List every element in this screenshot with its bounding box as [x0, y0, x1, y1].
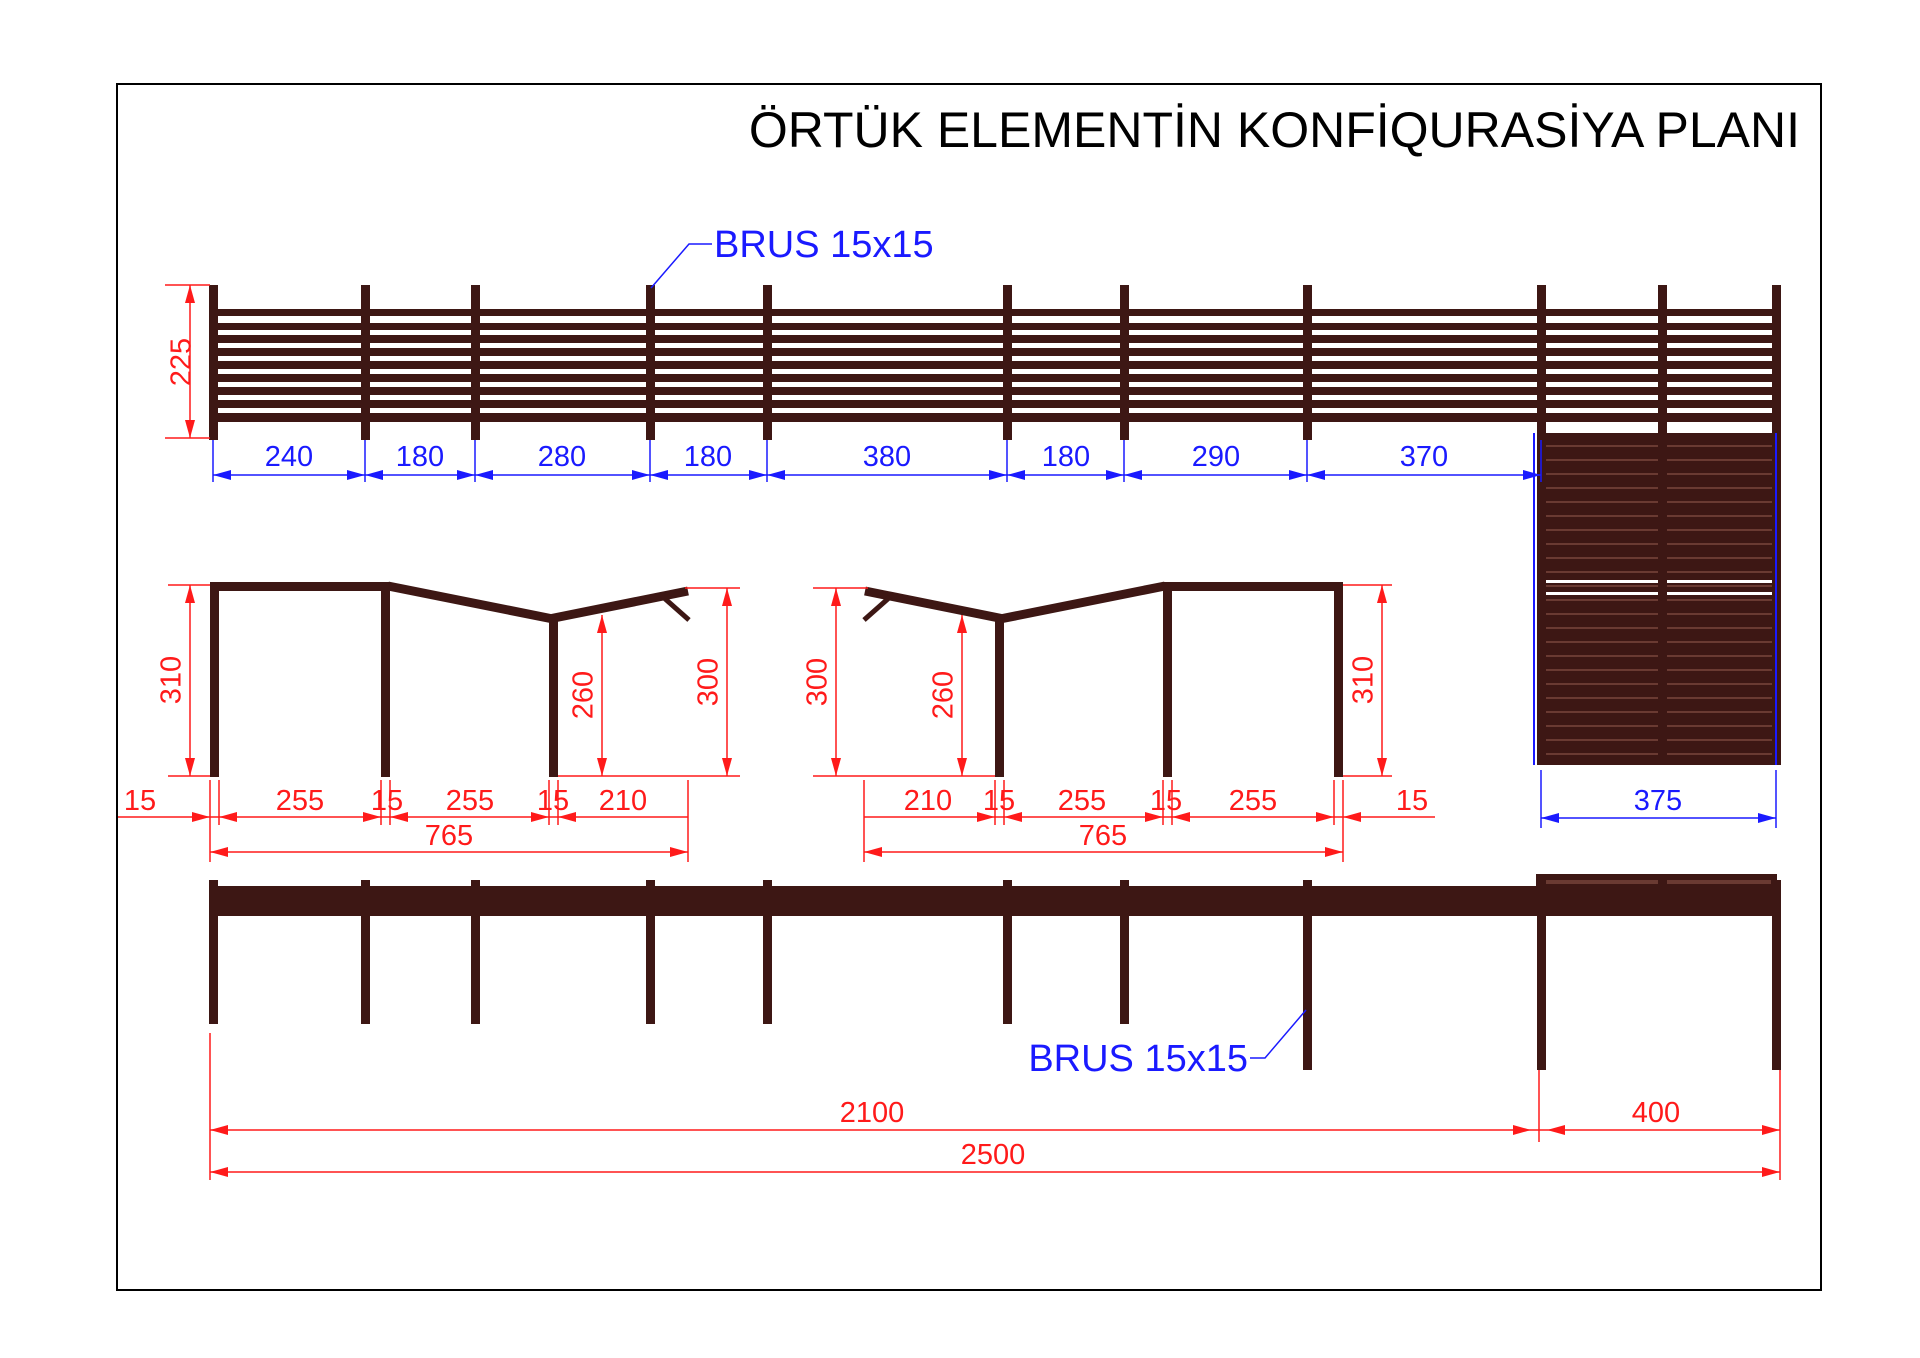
note-brus-top: BRUS 15x15: [650, 224, 934, 289]
side-view-left: 310 260 300: [118, 581, 740, 862]
dim-front-lengths: 2100 400 2500: [209, 1033, 1781, 1180]
dim-right-widths: 210 15 255 15 255 15 765: [863, 780, 1435, 862]
dim-extension-width: 375: [1540, 770, 1777, 828]
dim-left-w210: 210: [599, 785, 647, 817]
dim-span-5: 380: [863, 441, 911, 473]
dim-top-height-label: 225: [166, 338, 198, 386]
dim-right-h310: 310: [1348, 656, 1380, 704]
dim-span-6: 180: [1042, 441, 1090, 473]
dim-span-1: 240: [265, 441, 313, 473]
side-view-right: 300 260 310 210: [802, 581, 1435, 862]
dim-left-w15-outer: 15: [124, 785, 156, 817]
dim-extension-width-label: 375: [1634, 785, 1682, 817]
dim-top-spans: 240 180 280 180 380 180 290 370: [212, 440, 1542, 482]
dim-left-h300: 300: [693, 658, 725, 706]
dim-left-h310: 310: [156, 656, 188, 704]
dim-left-w255-a: 255: [276, 785, 324, 817]
dim-right-w15-outer: 15: [1396, 785, 1428, 817]
dim-left-widths: 15 255 15 255 15 210 765: [118, 780, 689, 862]
dim-span-2: 180: [396, 441, 444, 473]
top-view-posts: [209, 285, 1781, 440]
dim-left-w15-b: 15: [537, 785, 569, 817]
sheet-frame: [116, 83, 1822, 1291]
dim-right-w255-b: 255: [1229, 785, 1277, 817]
dim-left-w255-b: 255: [446, 785, 494, 817]
dim-left-total: 765: [425, 820, 473, 852]
dim-right-heights: 300 260 310: [802, 584, 1392, 777]
front-view-posts: [209, 880, 1781, 1070]
top-view-extension-panel: [1533, 433, 1781, 765]
dim-span-4: 180: [684, 441, 732, 473]
note-brus-bottom: BRUS 15x15: [1028, 1009, 1307, 1080]
dim-right-w15-b: 15: [1150, 785, 1182, 817]
dim-left-h260: 260: [568, 671, 600, 719]
drawing-title: ÖRTÜK ELEMENTİN KONFİQURASİYA PLANI: [749, 102, 1800, 158]
dim-span-3: 280: [538, 441, 586, 473]
dim-right-h260: 260: [928, 671, 960, 719]
dim-right-total: 765: [1079, 820, 1127, 852]
note-brus-bottom-label: BRUS 15x15: [1028, 1038, 1248, 1080]
dim-right-w210: 210: [904, 785, 952, 817]
top-view: 225: [165, 224, 1781, 828]
dim-right-w255-a: 255: [1058, 785, 1106, 817]
note-brus-top-label: BRUS 15x15: [714, 224, 934, 266]
dim-span-8: 370: [1400, 441, 1448, 473]
dim-right-w15-a: 15: [983, 785, 1015, 817]
dim-left-w15-a: 15: [371, 785, 403, 817]
side-right-frame: [862, 581, 1343, 777]
front-view-beam: [210, 874, 1777, 916]
front-view: BRUS 15x15 2100 400 2500: [209, 874, 1781, 1180]
dim-right-h300: 300: [802, 658, 834, 706]
dim-front-2500: 2500: [961, 1139, 1026, 1171]
dim-top-height: 225: [165, 284, 210, 439]
dim-front-2100: 2100: [840, 1097, 905, 1129]
dim-span-7: 290: [1192, 441, 1240, 473]
dim-front-400: 400: [1632, 1097, 1680, 1129]
top-view-slats: [213, 309, 1780, 422]
dim-left-heights: 310 260 300: [156, 584, 740, 777]
side-left-frame: [210, 581, 691, 777]
